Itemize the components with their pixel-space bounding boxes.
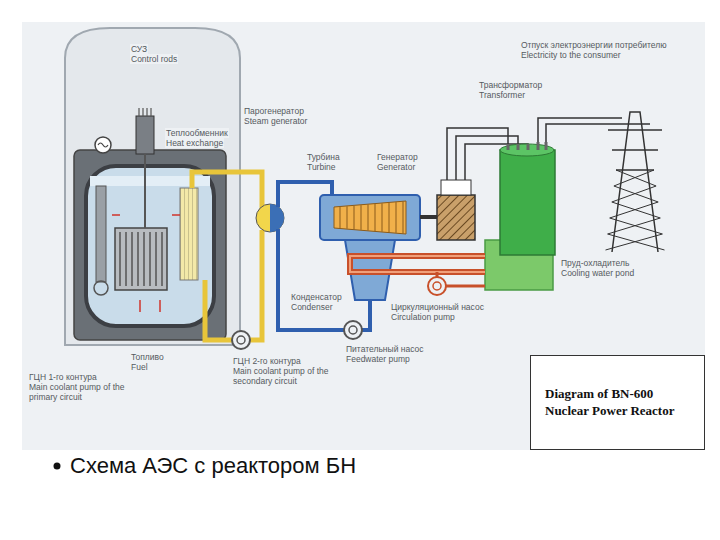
part-label: Main coolant pump of the secondary circu…: [232, 366, 334, 386]
heat-exchange-symbol: [95, 137, 111, 153]
circulation-pump: [428, 277, 446, 295]
part-label: СУЗ: [130, 44, 148, 54]
part-label: Парогенератор: [243, 106, 305, 116]
part-label: Main coolant pump of the primary circuit: [28, 382, 130, 402]
secondary-pump: [232, 331, 250, 349]
reactor-core: [115, 228, 167, 290]
picture-ground: [22, 22, 705, 450]
part-label: ГЦН 1-го контура: [28, 372, 98, 382]
generator-terminal: [441, 180, 471, 195]
part-label: Control rods: [130, 54, 178, 64]
part-label: Теплообменник: [165, 128, 229, 138]
heat-exchanger: [180, 188, 198, 280]
flow-arrows: [112, 215, 180, 312]
bullet: [54, 463, 61, 470]
secondary-hot-pipe: [192, 172, 262, 208]
part-label: Турбина: [306, 152, 341, 162]
part-label: Конденсатор: [290, 292, 343, 302]
part-label: Cooling water pond: [560, 268, 635, 278]
control-rod: [144, 154, 146, 228]
slide-caption: Схема АЭС с реактором БН: [70, 453, 356, 479]
steam-generator: [256, 204, 284, 232]
secondary-cold-pipe: [205, 230, 262, 340]
part-label: Генератор: [376, 152, 419, 162]
part-label: Пруд-охладитель: [560, 258, 630, 268]
part-label: Fuel: [130, 362, 149, 372]
part-label: Circulation pump: [390, 312, 456, 322]
part-label: ГЦН 2-го контура: [232, 356, 302, 366]
part-label: Feedwater pump: [345, 354, 411, 364]
part-label: Циркуляционный насос: [390, 302, 485, 312]
title-box: Diagram of BN-600 Nuclear Power Reactor: [530, 355, 705, 450]
box-title: Diagram of BN-600 Nuclear Power Reactor: [545, 385, 690, 419]
turbine-rotor: [334, 201, 406, 234]
reactor-vessel: [86, 166, 214, 326]
transformer: [500, 150, 555, 255]
part-label: Electricity to the consumer: [520, 50, 622, 60]
part-label: Condenser: [290, 302, 334, 312]
primary-pump: [94, 281, 108, 295]
part-label: Топливо: [130, 352, 165, 362]
cooling-tube: [350, 256, 485, 272]
shaft: [420, 215, 437, 219]
part-label: Трансформатор: [478, 80, 543, 90]
part-label: Heat exchange: [165, 138, 224, 148]
part-label: Отпуск электроэнергии потребителю: [520, 40, 668, 50]
turbine-casing: [320, 195, 420, 240]
part-label: Transformer: [478, 90, 526, 100]
transmission-tower: [608, 112, 662, 252]
part-label: Питательный насос: [345, 344, 424, 354]
feedwater-pump: [344, 321, 362, 339]
part-label: Steam generator: [243, 116, 308, 126]
part-label: Turbine: [306, 162, 337, 172]
control-rod-drive: [136, 116, 154, 154]
primary-pump-shaft: [96, 186, 106, 282]
generator: [437, 195, 475, 240]
reactor-building: [65, 28, 240, 345]
part-label: Generator: [376, 162, 416, 172]
